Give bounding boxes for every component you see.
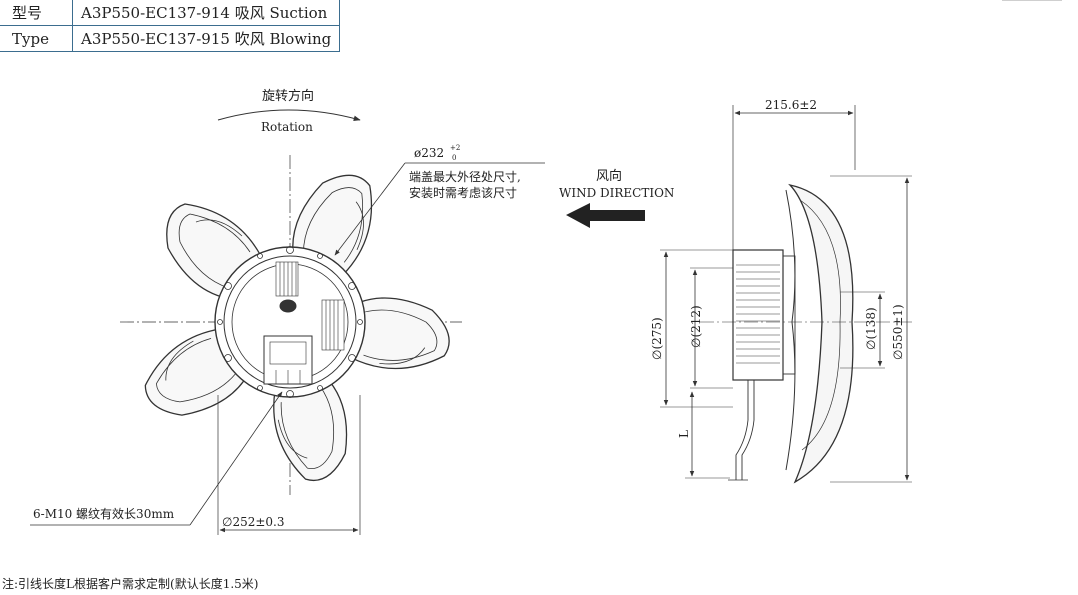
blade [339, 297, 450, 370]
wind-label-en: WIND DIRECTION [559, 186, 674, 200]
top-divider [1002, 0, 1062, 1]
fan-blades [144, 174, 450, 481]
dim-width-label: 215.6±2 [765, 98, 817, 112]
motor-body [732, 249, 784, 381]
dim-138-label: ∅(138) [864, 307, 878, 350]
model-table: 型号 A3P550-EC137-914 吸风 Suction Type A3P5… [0, 0, 341, 52]
rotation-label-en: Rotation [261, 120, 313, 134]
note-line-1: 端盖最大外径处尺寸, [409, 170, 521, 184]
hub-outer-ring [214, 246, 366, 398]
mounting-holes [217, 246, 363, 398]
dim-232-tol-lower: 0 [452, 154, 456, 162]
dim-275-label: ∅(275) [650, 317, 664, 360]
dim-212-label: ∅(212) [689, 305, 703, 348]
model-label-en: Type [0, 25, 73, 52]
side-view [660, 105, 915, 484]
rotation-label-cn: 旋转方向 [262, 88, 314, 104]
heatsink [275, 261, 345, 351]
dim-232-label: ø232 [414, 146, 444, 160]
cable [735, 380, 749, 480]
logo-icon [279, 299, 297, 313]
footnote: 注:引线长度L根据客户需求定制(默认长度1.5米) [2, 577, 259, 591]
hub-inner-ring [223, 255, 357, 389]
screw-note: 6-M10 螺纹有效长30mm [33, 506, 175, 521]
dim-232-tol-upper: +2 [450, 144, 460, 152]
dim-550-label: ∅550±1) [891, 304, 905, 360]
motor-fins [736, 264, 780, 364]
dim-L-label: L [677, 430, 691, 438]
model-row-cn: 型号 A3P550-EC137-914 吸风 Suction [0, 0, 341, 26]
wind-label-cn: 风向 [596, 168, 622, 184]
model-value-blowing: A3P550-EC137-915 吹风 Blowing [71, 25, 341, 52]
model-value-suction: A3P550-EC137-914 吸风 Suction [71, 0, 341, 26]
note-line-2: 安装时需考虑该尺寸 [409, 185, 517, 200]
model-row-en: Type A3P550-EC137-915 吹风 Blowing [0, 25, 341, 52]
model-label-cn: 型号 [0, 0, 73, 26]
dim-252-label: ∅252±0.3 [222, 515, 285, 529]
wind-direction-arrow [566, 203, 645, 228]
blade-profile [788, 183, 854, 484]
rotation-arrow [217, 109, 361, 122]
front-view [30, 109, 545, 535]
